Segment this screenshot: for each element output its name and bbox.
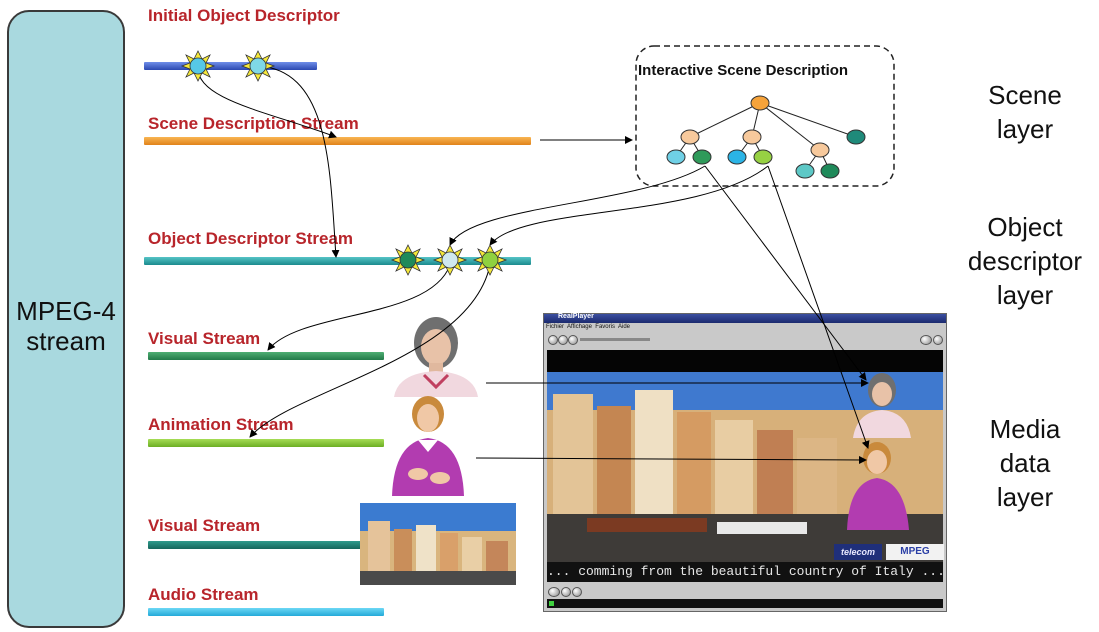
forward-button[interactable] (561, 587, 571, 597)
position-slider[interactable] (580, 338, 650, 341)
object-descriptor-layer-line2: descriptor (967, 246, 1083, 276)
status-indicator-icon (549, 601, 554, 606)
scene-leaf-node-4 (727, 149, 747, 165)
audio-stream-bar (148, 608, 384, 616)
scene-tree-edges (675, 102, 857, 172)
visual-stream-bar (148, 352, 384, 360)
initial-object-descriptor-bar (144, 62, 317, 70)
object-descriptor-stream-label: Object Descriptor Stream (148, 229, 354, 248)
scene-leaf-node-3 (692, 149, 712, 165)
menu-item-aide[interactable]: Aide (617, 324, 630, 330)
media-data-layer-line3: layer (996, 482, 1054, 512)
object-descriptor-layer-line1: Object (987, 212, 1063, 242)
scene-root-node (750, 95, 770, 111)
scene-leaf-node-6 (795, 163, 815, 179)
scene-leaf-node-5 (753, 149, 773, 165)
mpeg4-stream-label: MPEG-4 stream (7, 296, 125, 356)
arrow-scene-node-to-od-2 (489, 165, 769, 246)
initial-object-descriptor-label: Initial Object Descriptor (148, 6, 340, 25)
scene-layer-line1: Scene (988, 80, 1062, 110)
audio-stream-label: Audio Stream (148, 585, 259, 604)
realplayer-window: RealPlayer Fichier Affichage Favoris Aid… (543, 313, 947, 612)
menu-item-fichier[interactable]: Fichier (546, 324, 565, 330)
italy-town-thumbnail (360, 503, 516, 585)
scene-description-stream-bar (144, 137, 531, 145)
menu-item-favoris[interactable]: Favoris (595, 324, 615, 330)
realplayer-menu-bar: Fichier Affichage Favoris Aide (546, 324, 630, 330)
scene-group-node-1 (680, 129, 700, 145)
realplayer-status-bar (547, 599, 943, 608)
animation-stream-bar (148, 439, 384, 447)
scene-layer-label: Scene layer (960, 78, 1090, 146)
arrow-scene-node-to-od-1 (449, 165, 706, 246)
media-data-layer-line2: data (999, 448, 1051, 478)
object-descriptor-layer-label: Object descriptor layer (960, 210, 1090, 312)
menu-item-affichage[interactable]: Affichage (567, 324, 592, 330)
animated-avatar-thumbnail (392, 396, 464, 496)
scene-description-stream-label: Scene Description Stream (148, 114, 359, 133)
realplayer-title-text: RealPlayer (558, 313, 594, 320)
media-data-layer-line1: Media (989, 414, 1061, 444)
scene-leaf-node-1 (846, 129, 866, 145)
scene-tree-nodes (666, 95, 866, 179)
presenter-video-thumbnail (388, 313, 484, 397)
scene-layer-line2: layer (996, 114, 1054, 144)
animation-stream-label: Animation Stream (148, 415, 294, 434)
mpeg4-stream-label-line2: stream (26, 326, 106, 356)
video-caption: ... comming from the beautiful country o… (547, 562, 943, 582)
telecom-logo: telecom (834, 544, 882, 560)
object-descriptor-layer-line3: layer (996, 280, 1054, 310)
volume-button[interactable] (920, 335, 932, 345)
scene-leaf-node-7 (820, 163, 840, 179)
mute-button[interactable] (933, 335, 943, 345)
scene-group-node-3 (810, 142, 830, 158)
video-frame (547, 350, 943, 562)
visual-stream-2-bar (148, 541, 384, 549)
scene-group-node-2 (742, 129, 762, 145)
media-data-layer-label: Media data layer (960, 412, 1090, 514)
scene-leaf-node-2 (666, 149, 686, 165)
object-descriptor-stream-bar (144, 257, 531, 265)
play-button[interactable] (548, 335, 558, 345)
interactive-scene-title: Interactive Scene Description (638, 62, 849, 79)
stop-button[interactable] (568, 335, 578, 345)
rewind-button[interactable] (548, 587, 560, 597)
mpeg-logo: MPEG (886, 544, 944, 560)
mpeg4-stream-label-line1: MPEG-4 (16, 296, 116, 326)
visual-stream-label: Visual Stream (148, 329, 261, 348)
visual-stream-2-label: Visual Stream (148, 516, 261, 535)
eject-button[interactable] (572, 587, 582, 597)
pause-button[interactable] (558, 335, 568, 345)
realplayer-title-bar: RealPlayer (544, 313, 946, 323)
mpeg4-stream-box (7, 10, 125, 628)
